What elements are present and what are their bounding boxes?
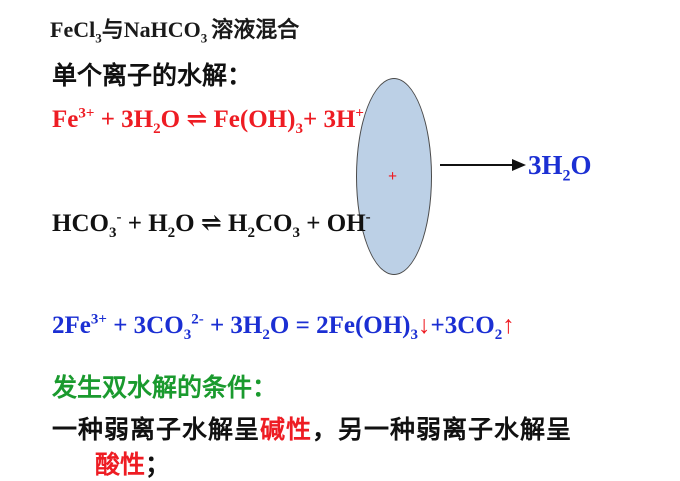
combine-plus-mark: + [388,168,398,185]
eq1-hydroxide-sub: 3 [295,121,303,137]
combination-ellipse [356,78,432,275]
eq1-water-sub: 2 [153,121,161,137]
eq3-co2-sub: 2 [494,327,503,343]
title-conjunction: 与 [101,18,124,43]
conditions-line-1: 一种弱离子水解呈碱性，另一种弱离子水解呈 [52,410,572,446]
water-product: 3H2O [528,150,592,185]
eq1-fe: Fe [52,106,79,133]
bicarbonate-hydrolysis-equation: HCO3- + H2O ⇌ H2CO3 + OH- [52,208,371,241]
precipitate-arrow-icon: ↓ [418,312,431,339]
product-o: O [570,150,592,180]
eq3-water-sub: 2 [262,327,270,343]
single-ion-hydrolysis-heading: 单个离子的水解： [52,61,253,90]
acidic-keyword: 酸性 [95,450,146,479]
basic-keyword: 碱性 [260,415,313,444]
title-fecl: FeCl [50,17,96,42]
eq3-carbonate-charge: 2- [191,311,204,328]
eq3-fe-charge: 3+ [90,311,107,328]
eq2-hco: HCO [52,210,109,237]
eq3-co2: +3CO [430,312,495,339]
eq1-hydrogen: + 3H [302,106,356,133]
eq1-hydroxide: O ⇌ Fe(OH) [160,106,296,133]
eq1-hydrogen-charge: + [355,105,364,122]
eq2-carbonic-sub: 2 [247,225,256,241]
eq3-water: + 3H [203,312,263,339]
conditions-line1-a: 一种弱离子水解呈 [52,415,261,444]
eq2-co: CO [255,210,293,237]
eq1-water: + 3H [94,106,154,133]
eq3-hydroxide-sub: 3 [410,327,419,343]
gas-arrow-icon: ↑ [502,312,515,339]
conditions-line-2: 酸性； [95,445,170,481]
eq2-hydroxide-charge: - [365,209,371,226]
eq3-fe: 2Fe [52,312,91,339]
eq2-water: + H [121,210,168,237]
eq2-hco-charge: - [116,209,122,226]
product-3h: 3H [528,150,563,180]
eq3-hydroxide: O = 2Fe(OH) [269,312,411,339]
conditions-heading: 发生双水解的条件： [52,373,278,402]
conditions-line1-b: ，另一种弱离子水解呈 [312,415,573,444]
title-rest: 溶液混合 [211,18,300,43]
eq2-carbonic: O ⇌ H [175,210,248,237]
title-nahco: NaHCO [123,17,201,42]
eq2-hydroxide: + OH [300,210,366,237]
conditions-line2-end: ； [145,450,171,479]
title-sub-3: 3 [95,30,102,46]
fe-hydrolysis-equation: Fe3+ + 3H2O ⇌ Fe(OH)3+ 3H+ [52,104,364,137]
eq3-carbonate-sub: 3 [183,327,192,343]
eq1-fe-charge: 3+ [78,105,95,122]
eq2-co-sub: 3 [292,225,301,241]
overall-reaction-equation: 2Fe3+ + 3CO32- + 3H2O = 2Fe(OH)3↓+3CO2↑ [52,311,515,343]
title-sub-3b: 3 [200,30,208,46]
eq2-hco-sub: 3 [108,225,117,241]
eq2-water-sub: 2 [167,225,176,241]
eq3-carbonate: + 3CO [106,312,184,339]
product-sub: 2 [562,167,571,185]
right-arrow-icon [440,159,526,171]
